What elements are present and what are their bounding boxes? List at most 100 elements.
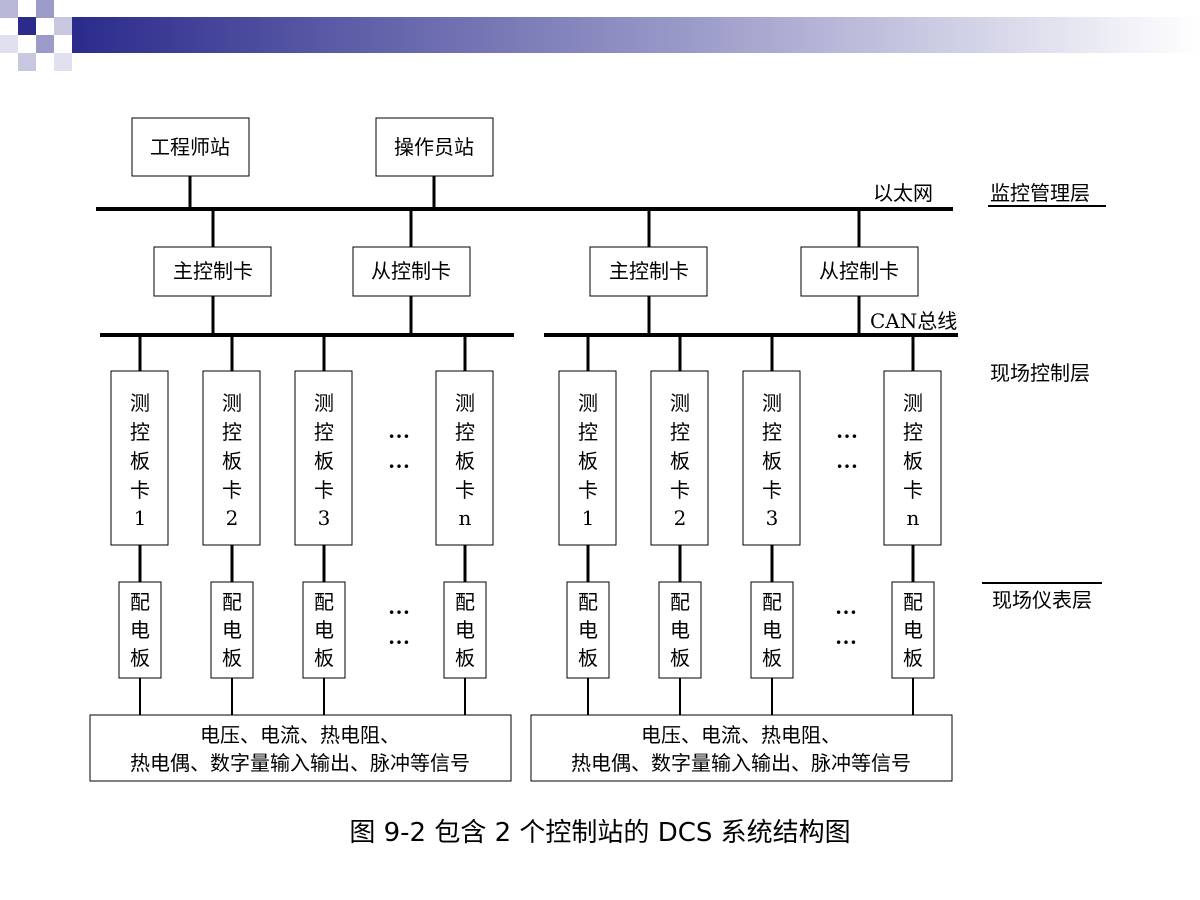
wiring-board-char: 板 — [903, 646, 923, 670]
wiring-board-char: 板 — [130, 646, 150, 670]
slave-control-card-label: 从控制卡 — [819, 259, 899, 283]
engineer-station-box — [131, 117, 250, 177]
wiring-board — [443, 581, 487, 679]
engineer-station-label: 工程师站 — [150, 135, 230, 159]
wiring-board-char: 板 — [455, 646, 475, 670]
io-board-char: 控 — [314, 420, 334, 444]
figure-caption: 图 9-2 包含 2 个控制站的 DCS 系统结构图 — [349, 818, 851, 848]
wiring-board — [566, 581, 610, 679]
header-gradient-bar — [72, 17, 1200, 53]
wiring-board-char: 配 — [670, 590, 690, 614]
header-checker-icon — [0, 0, 72, 71]
wiring-board-char: 配 — [578, 590, 598, 614]
field-instrument-layer-label: 现场仪表层 — [992, 588, 1092, 612]
io-board-char: 卡 — [222, 478, 242, 502]
wiring-board-char: 电 — [222, 618, 242, 642]
supervisory-layer-label: 监控管理层 — [990, 181, 1090, 205]
wiring-board-char: 板 — [578, 646, 598, 670]
ellipsis: … — [835, 624, 857, 649]
ethernet-label: 以太网 — [873, 181, 933, 205]
io-board-char: 测 — [578, 391, 598, 415]
wiring-board-char: 电 — [455, 618, 475, 642]
io-board-number: 2 — [674, 506, 687, 530]
wiring-board-char: 配 — [455, 590, 475, 614]
ellipsis: … — [835, 594, 857, 619]
field-signals-line-2: 热电偶、数字量输入输出、脉冲等信号 — [130, 751, 470, 775]
io-board-char: 板 — [762, 449, 782, 473]
io-board-card — [742, 370, 801, 546]
wiring-board-char: 配 — [903, 590, 923, 614]
io-board-char: 控 — [762, 420, 782, 444]
io-board-card — [435, 370, 494, 546]
ellipsis: … — [388, 448, 410, 473]
header-band — [0, 0, 1200, 71]
ellipsis: … — [836, 448, 858, 473]
io-board-char: 板 — [578, 449, 598, 473]
control-station-2: 主控制卡 从控制卡 测 控 板 卡 1 配 电 板 测 控 板 卡 2 配 电 … — [530, 209, 958, 782]
io-board-char: 板 — [314, 449, 334, 473]
wiring-board-char: 板 — [670, 646, 690, 670]
wiring-board — [210, 581, 254, 679]
wiring-board-char: 电 — [903, 618, 923, 642]
io-board-number: 2 — [226, 506, 239, 530]
master-control-card-box — [589, 246, 708, 297]
ellipsis: … — [388, 418, 410, 443]
field-signals-box — [89, 714, 512, 782]
io-board-number: 1 — [134, 506, 147, 530]
io-board-char: 卡 — [578, 478, 598, 502]
io-board-char: 板 — [903, 449, 923, 473]
master-control-card-label: 主控制卡 — [173, 259, 253, 283]
io-board-char: 测 — [314, 391, 334, 415]
wiring-board — [302, 581, 346, 679]
io-board-char: 控 — [670, 420, 690, 444]
io-board-char: 控 — [903, 420, 923, 444]
io-board-number: n — [907, 506, 920, 530]
io-board-card — [558, 370, 617, 546]
io-board-char: 控 — [222, 420, 242, 444]
wiring-board — [658, 581, 702, 679]
io-board-char: 测 — [130, 391, 150, 415]
io-board-char: 卡 — [130, 478, 150, 502]
io-board-char: 测 — [670, 391, 690, 415]
io-board-char: 卡 — [314, 478, 334, 502]
io-board-char: 板 — [670, 449, 690, 473]
ellipsis: … — [388, 594, 410, 619]
can-bus-label: CAN总线 — [870, 309, 957, 333]
slave-control-card-box — [800, 246, 919, 297]
wiring-board-char: 电 — [578, 618, 598, 642]
wiring-board-char: 配 — [130, 590, 150, 614]
io-board-number: n — [459, 506, 472, 530]
io-board-number: 3 — [318, 506, 331, 530]
operator-station-box — [375, 117, 494, 177]
io-board-char: 卡 — [670, 478, 690, 502]
wiring-board-char: 电 — [130, 618, 150, 642]
master-control-card-box — [153, 246, 272, 297]
io-board-char: 卡 — [455, 478, 475, 502]
wiring-board-char: 电 — [314, 618, 334, 642]
ellipsis: … — [836, 418, 858, 443]
field-signals-line-2: 热电偶、数字量输入输出、脉冲等信号 — [571, 751, 911, 775]
io-board-card — [883, 370, 942, 546]
io-board-char: 卡 — [903, 478, 923, 502]
wiring-board — [118, 581, 162, 679]
io-board-char: 卡 — [762, 478, 782, 502]
wiring-board — [750, 581, 794, 679]
wiring-board-char: 配 — [314, 590, 334, 614]
io-board-char: 测 — [222, 391, 242, 415]
field-signals-box — [530, 714, 953, 782]
io-board-char: 板 — [222, 449, 242, 473]
wiring-board-char: 电 — [762, 618, 782, 642]
ellipsis: … — [388, 624, 410, 649]
io-board-char: 板 — [455, 449, 475, 473]
wiring-board — [891, 581, 935, 679]
io-board-char: 控 — [578, 420, 598, 444]
io-board-char: 测 — [762, 391, 782, 415]
field-signals-line-1: 电压、电流、热电阻、 — [200, 723, 400, 747]
slave-control-card-label: 从控制卡 — [371, 259, 451, 283]
control-station-1: 主控制卡 从控制卡 测 控 板 卡 1 配 电 板 测 控 板 卡 2 配 电 … — [89, 209, 514, 782]
io-board-char: 板 — [130, 449, 150, 473]
io-board-number: 3 — [766, 506, 779, 530]
wiring-board-char: 板 — [314, 646, 334, 670]
io-board-char: 控 — [130, 420, 150, 444]
io-board-card — [650, 370, 709, 546]
